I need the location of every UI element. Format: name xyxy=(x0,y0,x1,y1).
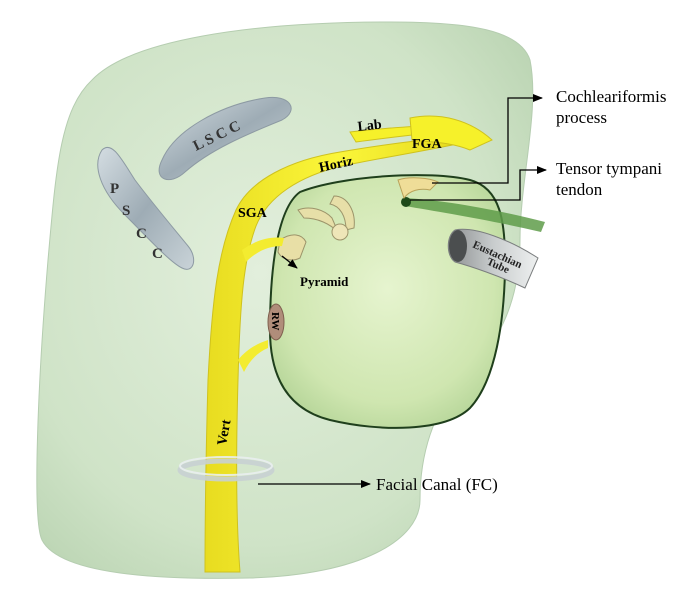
lscc-canal xyxy=(158,96,292,181)
facial-canal-ring xyxy=(177,456,275,482)
cochleariformis-label-2: process xyxy=(556,108,607,127)
pyramid-label: Pyramid xyxy=(300,274,349,289)
cochleariformis-process xyxy=(397,177,439,200)
fga-label: FGA xyxy=(412,137,442,152)
horiz-label: Horiz xyxy=(318,154,355,176)
pscc-canal xyxy=(97,147,195,270)
tensor-label-2: tendon xyxy=(556,180,603,199)
pscc-label-c1: C xyxy=(136,226,147,242)
facial-canal-label: Facial Canal (FC) xyxy=(376,475,498,494)
ossicles xyxy=(297,195,355,241)
cochleariformis-label-1: Cochleariformis xyxy=(556,87,666,106)
sga-label: SGA xyxy=(238,206,268,221)
eustachian-tube xyxy=(447,228,539,289)
pscc-label-c2: C xyxy=(152,246,163,262)
cochleariformis-leader xyxy=(432,94,543,184)
pyramid-leader xyxy=(281,255,298,269)
tensor-label-1: Tensor tympani xyxy=(556,159,662,178)
pyramid-eminence xyxy=(277,234,307,261)
pscc-label-p: P xyxy=(110,181,119,197)
vert-label: Vert xyxy=(215,418,234,446)
round-window xyxy=(267,303,285,341)
lab-label: Lab xyxy=(357,118,383,135)
rw-label: RW xyxy=(269,312,281,331)
tensor-leader xyxy=(410,166,547,201)
facial-nerve xyxy=(204,115,493,573)
leader-lines xyxy=(258,94,547,488)
pscc-label-s: S xyxy=(122,203,130,219)
tendon-insertion xyxy=(401,197,411,207)
tensor-tympani-tendon xyxy=(405,198,545,232)
